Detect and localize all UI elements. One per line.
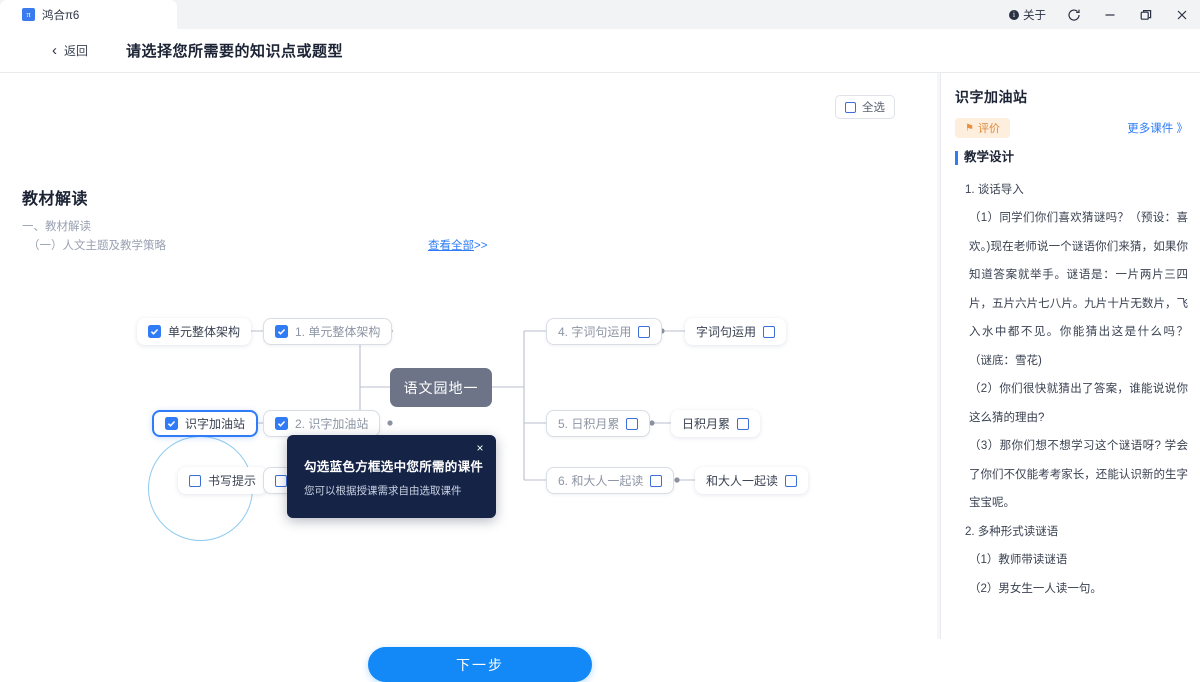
detail-paragraph: 1. 谈话导入 xyxy=(965,183,1024,196)
mindmap-mid-label: 1. 单元整体架构 xyxy=(295,325,381,339)
mindmap-center-node[interactable]: 语文园地一 xyxy=(390,368,492,407)
select-all-checkbox[interactable]: 全选 xyxy=(835,95,895,119)
mindmap-mid-node-6[interactable]: 6. 和大人一起读 xyxy=(546,467,675,494)
window-controls: i 关于 xyxy=(999,0,1200,29)
mindmap-leaf-label: 字词句运用 xyxy=(696,325,757,339)
mindmap-leaf-node-3[interactable]: 书写提示 xyxy=(178,467,268,494)
close-icon[interactable]: × xyxy=(476,441,484,455)
detail-paragraph: （1）教师带读谜语 xyxy=(969,554,1068,567)
checkbox-icon xyxy=(845,101,856,113)
knowledge-map-pane: 全选 教材解读 一、教材解读 （一）人文主题及教学策略 查看全部>> xyxy=(0,73,937,682)
page-title: 请选择您所需要的知识点或题型 xyxy=(126,43,344,60)
info-icon: i xyxy=(1009,9,1019,20)
app-tab[interactable]: π 鸿合π6 xyxy=(0,0,177,29)
chevron-left-icon: ‹ xyxy=(52,42,57,59)
checkbox-icon xyxy=(275,474,287,487)
mindmap-leaf-label: 和大人一起读 xyxy=(706,474,779,488)
about-label: 关于 xyxy=(1023,9,1046,22)
view-all-label: 查看全部 xyxy=(428,240,474,252)
detail-actions: ⚑ 评价 更多课件 》 xyxy=(955,118,1188,138)
mindmap-leaf-label: 书写提示 xyxy=(208,474,257,488)
detail-subheading: 教学设计 xyxy=(955,150,1188,165)
hint-tooltip: × 勾选蓝色方框选中您所需的课件 您可以根据授课需求自由选取课件 xyxy=(287,435,496,518)
title-bar: π 鸿合π6 i 关于 xyxy=(0,0,1200,29)
medal-icon: ⚑ xyxy=(965,122,974,134)
mindmap-leaf-label: 日积月累 xyxy=(682,417,731,431)
checkbox-icon xyxy=(650,474,663,487)
mindmap-mid-label: 6. 和大人一起读 xyxy=(558,474,644,488)
checkbox-icon xyxy=(763,325,776,338)
checkbox-checked-icon xyxy=(148,325,161,338)
detail-body: 1. 谈话导入 （1）同学们你们喜欢猜谜吗？（预设：喜欢。)现在老师说一个谜语你… xyxy=(955,176,1188,604)
close-icon[interactable] xyxy=(1164,0,1200,29)
checkbox-checked-icon xyxy=(275,417,288,430)
view-all-arrows: >> xyxy=(474,240,488,252)
checkbox-icon xyxy=(638,325,651,338)
mindmap-mid-node-1[interactable]: 1. 单元整体架构 xyxy=(263,318,393,345)
tooltip-subtitle: 您可以根据授课需求自由选取课件 xyxy=(304,485,462,497)
mindmap-leaf-node-5[interactable]: 日积月累 xyxy=(671,410,761,437)
minimize-icon[interactable] xyxy=(1092,0,1128,29)
checkbox-icon xyxy=(189,474,201,487)
detail-paragraph: （3）那你们想不想学习这个谜语呀? 学会了你们不仅能考考家长，还能认识新的生字宝… xyxy=(969,440,1188,510)
mind-map: 语文园地一 单元整体架构 识字加油站 书写提示 xyxy=(0,73,937,639)
courseware-detail-pane: 识字加油站 ⚑ 评价 更多课件 》 教学设计 1. 谈话导入 （1）同学们你们喜… xyxy=(940,73,1200,639)
tooltip-title: 勾选蓝色方框选中您所需的课件 xyxy=(304,460,484,474)
refresh-icon[interactable] xyxy=(1056,0,1092,29)
mindmap-mid-node-5[interactable]: 5. 日积月累 xyxy=(546,410,651,437)
outline-level-1: 一、教材解读 xyxy=(22,221,91,233)
more-courseware-link[interactable]: 更多课件 》 xyxy=(1127,120,1188,136)
mindmap-mid-node-2[interactable]: 2. 识字加油站 xyxy=(263,410,381,437)
more-courseware-arrows: 》 xyxy=(1176,123,1189,135)
mindmap-mid-label: 4. 字词句运用 xyxy=(558,325,632,339)
outline-level-2: （一）人文主题及教学策略 xyxy=(28,240,166,252)
detail-paragraph: 2. 多种形式读谜语 xyxy=(965,525,1059,538)
back-button[interactable]: ‹ 返回 xyxy=(52,42,88,59)
rating-badge-label: 评价 xyxy=(977,123,1000,135)
detail-paragraph: （2）你们很快就猜出了答案，谁能说说你这么猜的理由? xyxy=(969,383,1188,424)
select-all-label: 全选 xyxy=(862,102,885,114)
main-content: 全选 教材解读 一、教材解读 （一）人文主题及教学策略 查看全部>> xyxy=(0,73,1200,682)
checkbox-icon xyxy=(785,474,798,487)
about-button[interactable]: i 关于 xyxy=(999,0,1056,29)
mindmap-mid-node-4[interactable]: 4. 字词句运用 xyxy=(546,318,663,345)
more-courseware-label: 更多课件 xyxy=(1127,123,1174,135)
detail-title: 识字加油站 xyxy=(955,89,1028,105)
detail-paragraph: （1）同学们你们喜欢猜谜吗？（预设：喜欢。)现在老师说一个谜语你们来猜，如果你知… xyxy=(969,212,1188,367)
mindmap-mid-label: 2. 识字加油站 xyxy=(295,417,369,431)
mindmap-mid-label: 5. 日积月累 xyxy=(558,417,620,431)
mindmap-leaf-node-1[interactable]: 单元整体架构 xyxy=(137,318,252,345)
checkbox-icon xyxy=(737,417,750,430)
mindmap-leaf-label: 单元整体架构 xyxy=(168,325,241,339)
checkbox-checked-icon xyxy=(165,417,178,430)
checkbox-icon xyxy=(626,417,639,430)
view-all-link[interactable]: 查看全部>> xyxy=(428,237,487,253)
mindmap-leaf-node-4[interactable]: 字词句运用 xyxy=(685,318,787,345)
mind-map-connectors xyxy=(238,328,700,488)
rating-badge[interactable]: ⚑ 评价 xyxy=(955,118,1010,138)
app-tab-label: 鸿合π6 xyxy=(42,9,80,22)
mindmap-leaf-label: 识字加油站 xyxy=(185,417,246,431)
checkbox-checked-icon xyxy=(275,325,288,338)
detail-paragraph: （2）男女生一人读一句。 xyxy=(969,582,1102,595)
maximize-icon[interactable] xyxy=(1128,0,1164,29)
back-label: 返回 xyxy=(64,44,89,58)
sub-header: ‹ 返回 请选择您所需要的知识点或题型 xyxy=(0,29,1200,73)
mindmap-leaf-node-6[interactable]: 和大人一起读 xyxy=(695,467,809,494)
mindmap-leaf-node-2[interactable]: 识字加油站 xyxy=(152,410,259,437)
pi-app-icon: π xyxy=(22,8,35,21)
next-step-button[interactable]: 下一步 xyxy=(368,647,592,682)
section-title: 教材解读 xyxy=(22,191,89,208)
